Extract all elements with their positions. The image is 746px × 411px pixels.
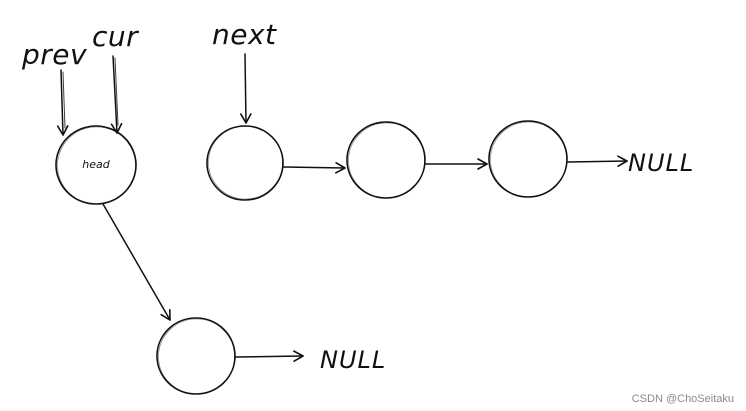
prev-label: prev: [21, 38, 87, 71]
top-null-label: NULL: [628, 149, 694, 177]
node-3: [346, 121, 426, 199]
arrow-node4-to-null: [567, 155, 628, 167]
bottom-node: [156, 317, 236, 395]
next-arrow: [240, 53, 252, 124]
cur-arrow: [110, 55, 123, 134]
arrow-head-to-bottom-node: [102, 203, 171, 321]
cur-label: cur: [92, 20, 139, 53]
head-node: head: [55, 125, 137, 205]
prev-arrow: [56, 69, 69, 136]
watermark-text: CSDN @ChoSeitaku: [631, 393, 734, 405]
head-node-label: head: [82, 158, 110, 171]
arrow-node2-to-node3: [283, 162, 346, 174]
node-4: [488, 120, 568, 198]
next-label: next: [212, 18, 277, 51]
arrow-bottom-node-to-null: [235, 350, 304, 362]
bottom-null-label: NULL: [320, 346, 386, 374]
node-2: [206, 125, 284, 201]
